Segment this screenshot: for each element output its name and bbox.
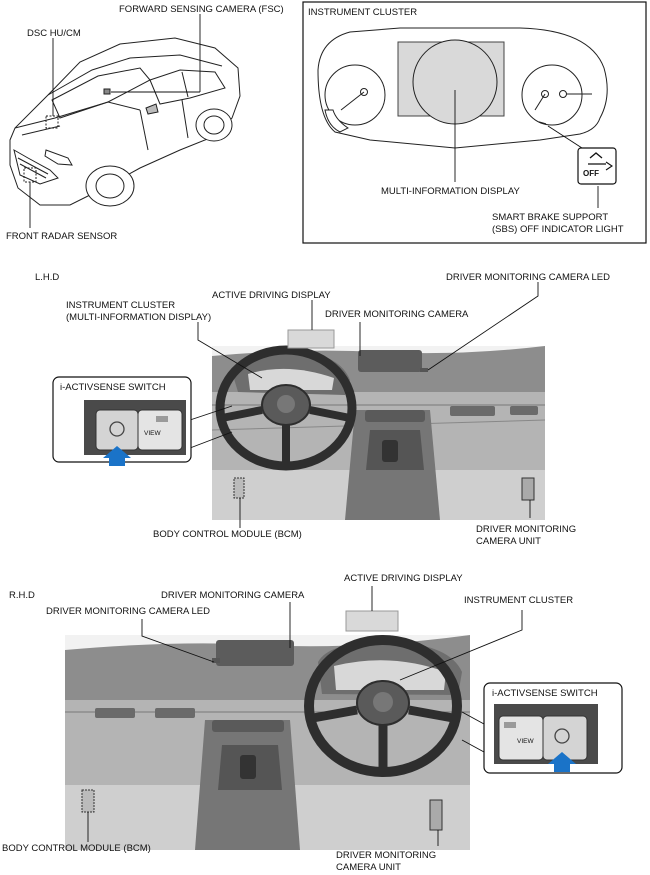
rhd-switch-callout	[483, 682, 623, 774]
lhd-side-label: L.H.D	[35, 272, 60, 283]
rhd-dashboard	[65, 635, 470, 850]
multi-information-display-label: MULTI-INFORMATION DISPLAY	[381, 186, 520, 197]
lhd-dmc-unit-label-1: DRIVER MONITORING	[476, 524, 577, 535]
rhd-active-driving-display-box	[345, 610, 399, 632]
cluster-panel-title: INSTRUMENT CLUSTER	[308, 7, 418, 18]
lhd-instrument-cluster-label-1: INSTRUMENT CLUSTER	[66, 300, 176, 311]
rhd-switch-title: i-ACTIVSENSE SWITCH	[492, 688, 598, 699]
lhd-active-driving-display-label: ACTIVE DRIVING DISPLAY	[212, 290, 331, 301]
rhd-active-driving-display-label: ACTIVE DRIVING DISPLAY	[344, 573, 463, 584]
sbs-label-line1: SMART BRAKE SUPPORT	[492, 212, 609, 223]
sbs-icon-text: OFF	[583, 169, 599, 178]
sbs-off-icon	[577, 147, 617, 185]
vehicle-leader-lines	[29, 14, 201, 228]
rhd-switch-view-text: VIEW	[517, 738, 534, 745]
vehicle-illustration	[9, 37, 241, 207]
cluster-leader-lines	[454, 90, 599, 208]
lhd-switch-callout	[52, 376, 192, 466]
lhd-switch-title: i-ACTIVSENSE SWITCH	[60, 382, 166, 393]
front-radar-sensor-label: FRONT RADAR SENSOR	[6, 231, 118, 242]
rhd-side-label: R.H.D	[9, 590, 35, 601]
lhd-switch-view-text: VIEW	[144, 430, 161, 437]
lhd-instrument-cluster-label-2: (MULTI-INFORMATION DISPLAY)	[66, 312, 212, 323]
lhd-leader-lines	[189, 282, 539, 528]
rhd-dmc-led-label: DRIVER MONITORING CAMERA LED	[46, 606, 210, 617]
rhd-dmc-label: DRIVER MONITORING CAMERA	[161, 590, 305, 601]
lhd-active-driving-display-box	[287, 329, 335, 349]
sbs-label-line2: (SBS) OFF INDICATOR LIGHT	[492, 224, 624, 235]
fsc-label: FORWARD SENSING CAMERA (FSC)	[119, 4, 284, 15]
lhd-dmc-label: DRIVER MONITORING CAMERA	[325, 309, 469, 320]
rhd-dmc-unit-label-1: DRIVER MONITORING	[336, 850, 437, 861]
lhd-dashboard	[211, 345, 546, 520]
lhd-dmc-unit-label-2: CAMERA UNIT	[476, 536, 541, 547]
lhd-bcm-label: BODY CONTROL MODULE (BCM)	[153, 529, 302, 540]
rhd-leader-lines	[87, 586, 523, 846]
rhd-instrument-cluster-label: INSTRUMENT CLUSTER	[464, 595, 574, 606]
cluster-illustration	[317, 27, 608, 149]
lhd-dmc-led-label: DRIVER MONITORING CAMERA LED	[446, 272, 610, 283]
rhd-dmc-unit-label-2: CAMERA UNIT	[336, 862, 401, 873]
rhd-bcm-label: BODY CONTROL MODULE (BCM)	[2, 843, 151, 854]
dsc-hu-cm-label: DSC HU/CM	[27, 28, 81, 39]
